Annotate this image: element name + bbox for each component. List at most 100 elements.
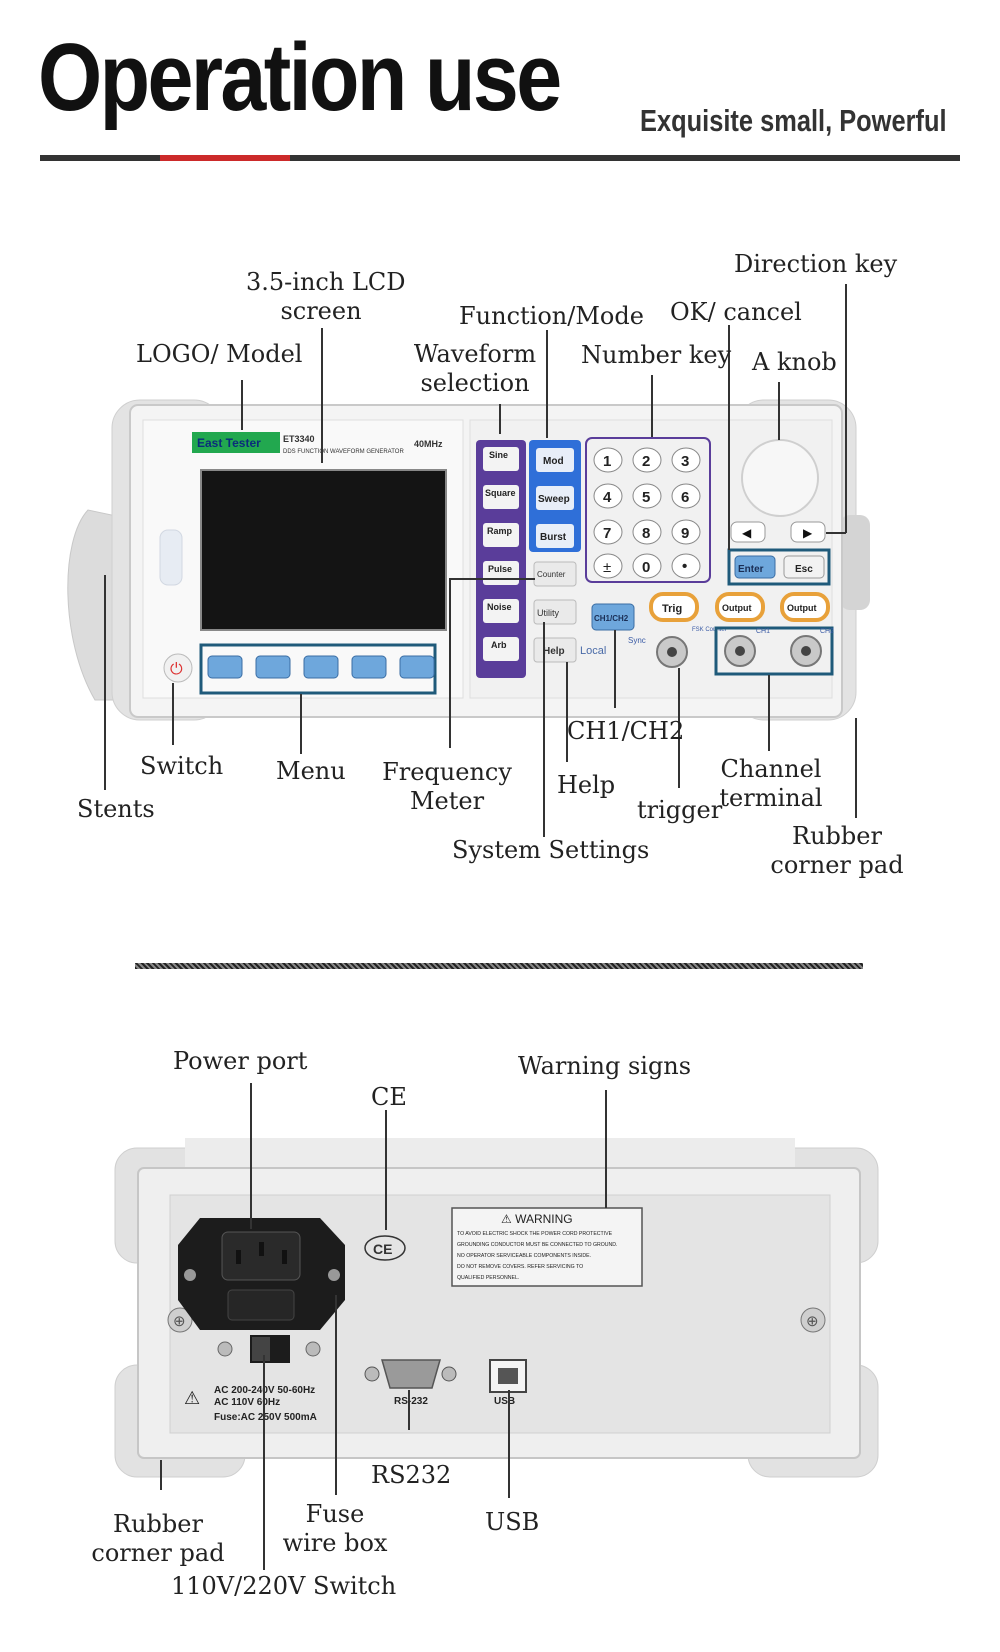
direction-right-key bbox=[790, 521, 826, 543]
rs232-port bbox=[381, 1359, 441, 1389]
mode-key-mod bbox=[536, 448, 574, 472]
rear-panel-illustration: ⊕ ⊕ ⚠ AC 200-240V 50-60Hz AC 110V 60Hz F… bbox=[114, 1138, 879, 1478]
right-arrow-icon: ▶ bbox=[803, 526, 813, 540]
brand-logo bbox=[192, 432, 280, 453]
callout-line-ch1ch2 bbox=[614, 630, 616, 708]
callout-line-function bbox=[546, 330, 548, 438]
label-menu: Menu bbox=[276, 757, 346, 785]
svg-text:1: 1 bbox=[603, 453, 611, 470]
rotary-knob bbox=[741, 439, 819, 517]
callout-line-direction bbox=[845, 284, 847, 533]
label-rs232: RS232 bbox=[371, 1461, 452, 1489]
utility-key bbox=[533, 599, 577, 625]
label-trigger: trigger bbox=[637, 796, 723, 824]
label-warning-signs: Warning signs bbox=[518, 1052, 692, 1080]
svg-text:Enter: Enter bbox=[738, 564, 764, 575]
svg-text:6: 6 bbox=[681, 489, 689, 506]
callout-line-system bbox=[543, 622, 545, 837]
callout-line-rubber-front bbox=[855, 718, 857, 818]
trig-key bbox=[649, 592, 699, 622]
callout-line-menu bbox=[300, 694, 302, 754]
callout-line-power-port bbox=[250, 1083, 252, 1229]
callout-line-logo bbox=[241, 380, 243, 430]
right-stent bbox=[840, 515, 870, 610]
svg-text:•: • bbox=[682, 558, 687, 575]
section-separator bbox=[135, 963, 863, 969]
label-number-key: Number key bbox=[581, 341, 732, 369]
usb-port-label: USB bbox=[494, 1396, 515, 1407]
svg-text:Sweep: Sweep bbox=[538, 494, 570, 505]
menu-key-5 bbox=[399, 655, 435, 679]
callout-line-ce bbox=[385, 1110, 387, 1230]
number-keypad-box bbox=[585, 437, 711, 583]
output-key-ch2 bbox=[780, 592, 830, 622]
lcd-screen bbox=[200, 469, 447, 631]
fuse-spec: Fuse:AC 250V 500mA bbox=[214, 1412, 317, 1423]
callout-line-voltage bbox=[263, 1355, 265, 1570]
callout-line-knob bbox=[778, 382, 780, 440]
mode-key-sweep bbox=[536, 486, 574, 510]
title-divider bbox=[40, 155, 960, 161]
label-system-settings: System Settings bbox=[452, 836, 650, 864]
svg-text:Utility: Utility bbox=[537, 608, 559, 618]
label-stents: Stents bbox=[77, 795, 155, 823]
callout-line-rs232 bbox=[408, 1390, 410, 1430]
counter-key bbox=[533, 561, 577, 587]
svg-text:QUALIFIED PERSONNEL.: QUALIFIED PERSONNEL. bbox=[457, 1275, 519, 1281]
svg-text:CH1/CH2: CH1/CH2 bbox=[594, 614, 629, 623]
svg-text:9: 9 bbox=[681, 525, 689, 542]
power-spec-2: AC 110V 60Hz bbox=[214, 1397, 280, 1408]
label-a-knob: A knob bbox=[752, 348, 837, 376]
svg-text:3: 3 bbox=[681, 453, 689, 470]
svg-text:Counter: Counter bbox=[537, 570, 566, 579]
label-function-mode: Function/Mode bbox=[459, 302, 644, 330]
svg-text:4: 4 bbox=[603, 489, 612, 506]
svg-text:Ramp: Ramp bbox=[487, 526, 513, 536]
callout-line-fuse bbox=[335, 1295, 337, 1495]
output-key-ch1 bbox=[715, 592, 765, 622]
label-power-port: Power port bbox=[173, 1047, 308, 1075]
svg-text:Sine: Sine bbox=[489, 450, 508, 460]
svg-text:Help: Help bbox=[543, 646, 565, 657]
svg-text:Trig: Trig bbox=[662, 603, 682, 615]
menu-key-4 bbox=[351, 655, 387, 679]
wave-key-square bbox=[483, 485, 519, 509]
rs232-port-label: RS-232 bbox=[394, 1396, 428, 1407]
wave-key-noise bbox=[483, 599, 519, 623]
frequency-text: 40MHz bbox=[414, 439, 443, 449]
svg-text:Square: Square bbox=[485, 488, 516, 498]
direction-left-key bbox=[730, 521, 766, 543]
ch1-ch2-key bbox=[591, 603, 635, 631]
menu-keys-box bbox=[199, 643, 437, 695]
callout-line-number bbox=[651, 375, 653, 437]
callout-line-lcd bbox=[321, 328, 323, 463]
menu-key-3 bbox=[303, 655, 339, 679]
power-spec-1: AC 200-240V 50-60Hz bbox=[214, 1385, 315, 1396]
ch2-label: CH2 bbox=[820, 628, 834, 635]
callout-line-trigger bbox=[678, 668, 680, 788]
callout-line-rubber-rear bbox=[160, 1460, 162, 1490]
svg-text:CE: CE bbox=[373, 1241, 392, 1257]
label-switch: Switch bbox=[140, 752, 224, 780]
wave-key-ramp bbox=[483, 523, 519, 547]
callout-line-frequency bbox=[449, 578, 451, 748]
svg-text:8: 8 bbox=[642, 525, 650, 542]
label-help: Help bbox=[557, 771, 616, 799]
callout-line-stents bbox=[104, 575, 106, 790]
svg-text:±: ± bbox=[603, 559, 611, 576]
svg-text:NO OPERATOR SERVICEABLE COMPON: NO OPERATOR SERVICEABLE COMPONENTS INSID… bbox=[457, 1253, 591, 1259]
callout-line-channel bbox=[768, 675, 770, 751]
side-light bbox=[159, 529, 183, 586]
callout-line-help bbox=[566, 662, 568, 762]
title-divider-accent bbox=[160, 155, 290, 161]
warning-label bbox=[451, 1207, 643, 1287]
label-ok-cancel: OK/ cancel bbox=[670, 298, 802, 326]
fsk-label: FSK Counter bbox=[692, 627, 727, 633]
power-button bbox=[163, 653, 193, 683]
esc-key bbox=[783, 555, 825, 579]
svg-text:⊕: ⊕ bbox=[173, 1313, 186, 1330]
caution-icon: ⚠ bbox=[184, 1388, 200, 1408]
